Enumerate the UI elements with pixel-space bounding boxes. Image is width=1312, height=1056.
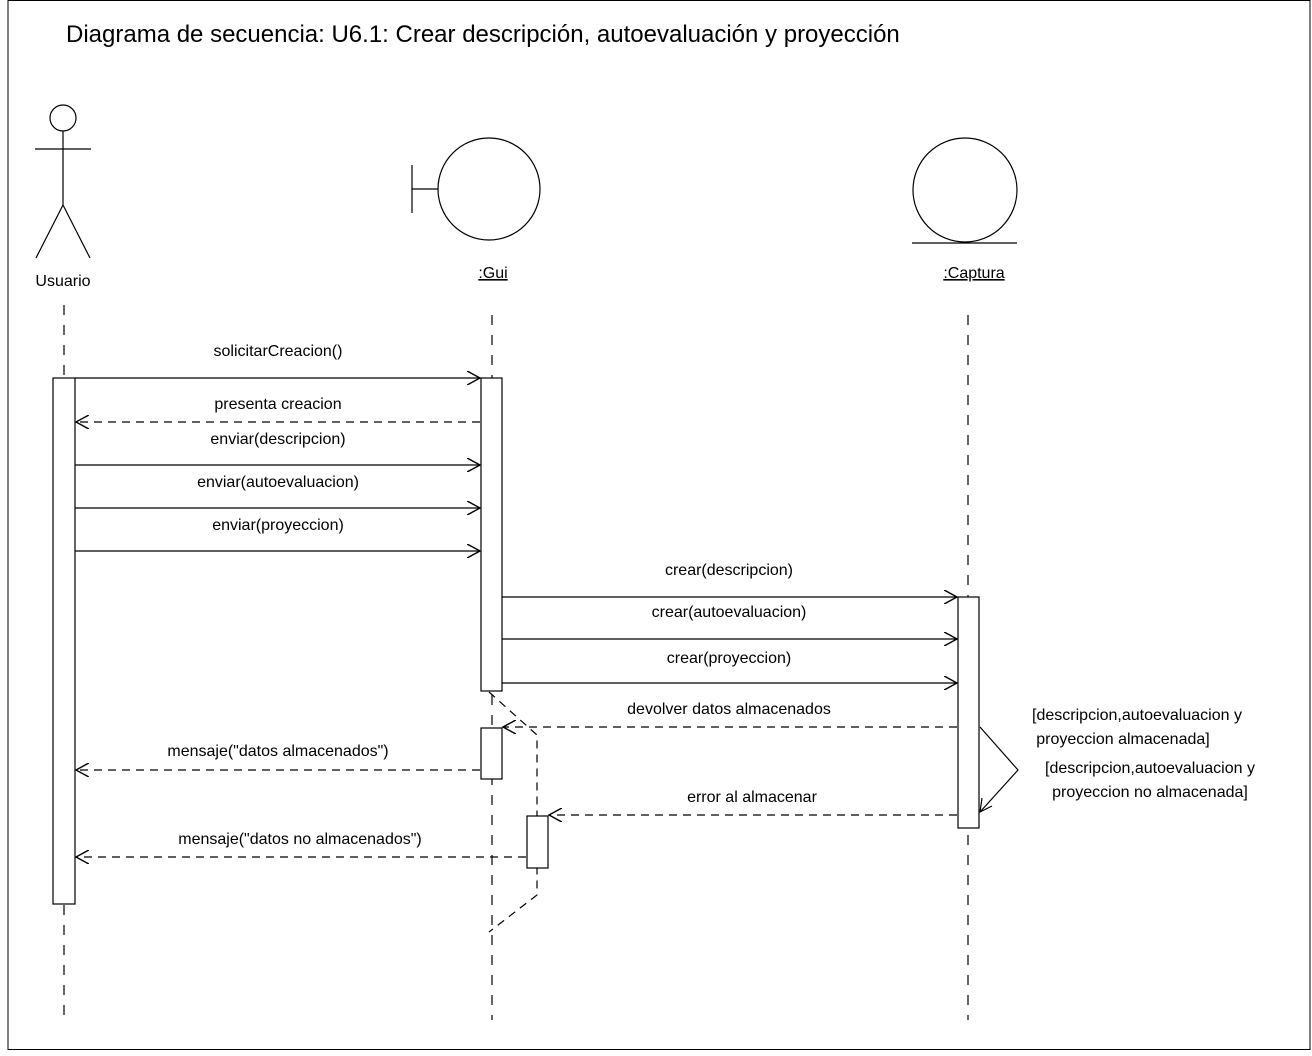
message-mensaje-datos-almacenados: mensaje("datos almacenados") [76, 743, 480, 770]
message-label: crear(descripcion) [665, 562, 793, 579]
participant-usuario-label: Usuario [35, 273, 90, 290]
message-label: presenta creacion [214, 396, 341, 413]
message-mensaje-datos-no-almacenados: mensaje("datos no almacenados") [76, 831, 526, 857]
guard-not-stored: [descripcion,autoevaluacion y proyeccion… [1045, 760, 1255, 801]
message-label: devolver datos almacenados [627, 701, 831, 718]
participant-gui-label: :Gui [478, 265, 507, 282]
message-label: mensaje("datos almacenados") [167, 743, 388, 760]
message-error-al-almacenar: error al almacenar [549, 789, 957, 815]
guard-not-stored-line1: [descripcion,autoevaluacion y [1045, 760, 1255, 777]
activation-usuario [52, 377, 76, 905]
participant-captura-label: :Captura [943, 265, 1004, 282]
message-crear-descripcion: crear(descripcion) [502, 562, 957, 597]
actor-usuario-icon [35, 104, 91, 259]
activation-gui-main [480, 377, 503, 692]
message-label: enviar(proyeccion) [212, 517, 344, 534]
message-presenta-creacion: presenta creacion [76, 396, 480, 422]
message-enviar-autoevaluacion: enviar(autoevaluacion) [75, 474, 480, 508]
guard-stored-line1: [descripcion,autoevaluacion y [1032, 707, 1242, 724]
guard-branch-pointer [979, 726, 1019, 814]
frame-border [7, 0, 1311, 1050]
message-label: enviar(descripcion) [210, 431, 345, 448]
diagram-title: Diagrama de secuencia: U6.1: Crear descr… [66, 21, 900, 48]
message-crear-proyeccion: crear(proyeccion) [502, 650, 957, 683]
message-label: crear(autoevaluacion) [652, 604, 807, 621]
message-crear-autoevaluacion: crear(autoevaluacion) [502, 604, 957, 639]
message-devolver-datos-almacenados: devolver datos almacenados [503, 701, 957, 727]
guard-stored: [descripcion,autoevaluacion y proyeccion… [1032, 707, 1242, 748]
guard-stored-line2: proyeccion almacenada] [1036, 731, 1209, 748]
message-enviar-descripcion: enviar(descripcion) [75, 431, 480, 465]
guard-not-stored-line2: proyeccion no almacenada] [1052, 784, 1248, 801]
message-label: mensaje("datos no almacenados") [178, 831, 422, 848]
message-label: enviar(autoevaluacion) [197, 474, 359, 491]
message-label: error al almacenar [687, 789, 818, 806]
message-enviar-proyeccion: enviar(proyeccion) [75, 517, 480, 551]
message-solicitar-creacion: solicitarCreacion() [75, 343, 480, 378]
activation-captura [957, 596, 980, 829]
message-label: solicitarCreacion() [214, 343, 343, 360]
message-label: crear(proyeccion) [667, 650, 791, 667]
activation-gui-not-stored [526, 815, 549, 869]
alt-branch-connector [488, 691, 538, 933]
activation-gui-stored [480, 727, 503, 780]
entity-captura-icon [912, 137, 1018, 244]
boundary-gui-icon [411, 137, 541, 241]
